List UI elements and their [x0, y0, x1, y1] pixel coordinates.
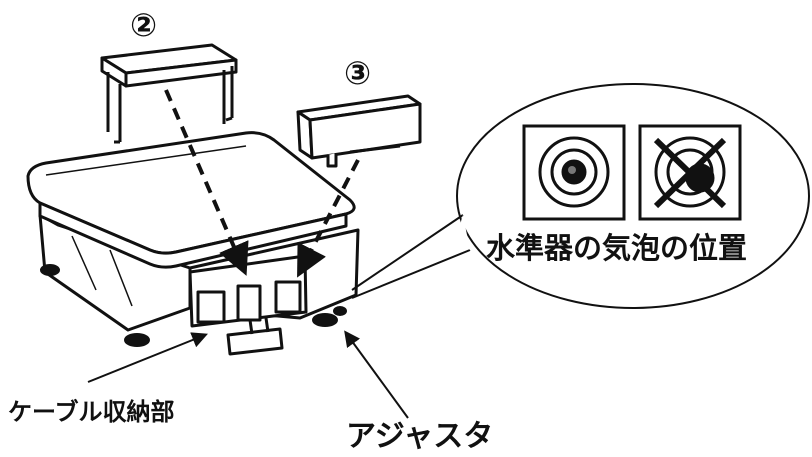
part-2-bracket: [100, 43, 238, 144]
adjuster-feet: [40, 264, 347, 347]
part-3-cover: [296, 94, 422, 168]
adjuster-leader: [344, 330, 409, 419]
dashed-arrow-part-3: [297, 159, 360, 278]
level-callout-bubble: 水準器の気泡の位置: [351, 83, 810, 309]
level-indicator-incorrect: [638, 124, 742, 221]
adjuster-label: アジャスタ: [346, 419, 493, 454]
bubble-position-caption: 水準器の気泡の位置: [486, 231, 747, 265]
part-2-marker: ②: [130, 6, 157, 44]
cable-storage-recess: [188, 254, 308, 356]
level-indicator-correct: [522, 124, 626, 221]
cable-storage-label: ケーブル収納部: [8, 398, 175, 426]
dashed-arrow-part-2: [164, 89, 249, 276]
part-3-marker: ③: [344, 54, 371, 92]
cable-storage-leader: [87, 332, 208, 383]
